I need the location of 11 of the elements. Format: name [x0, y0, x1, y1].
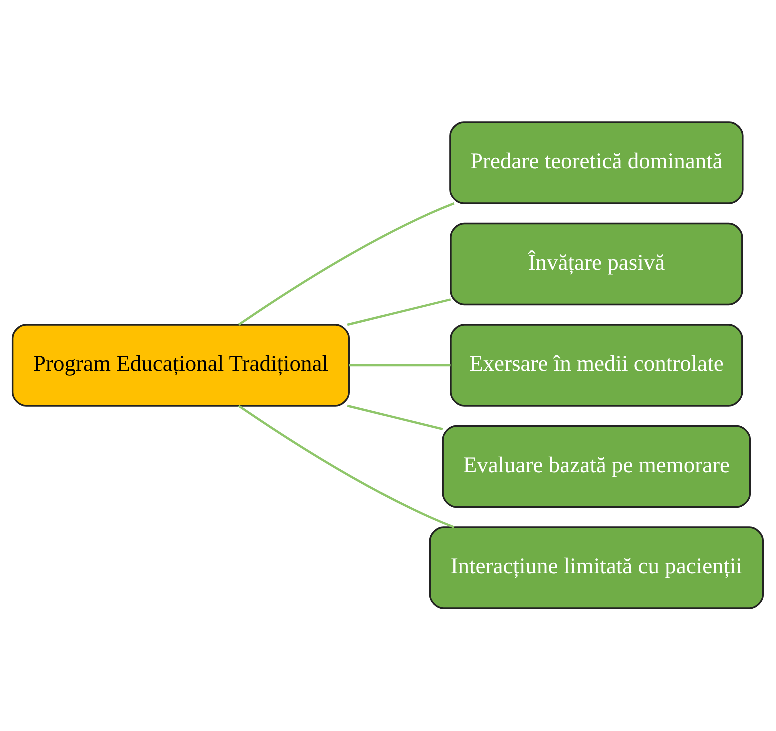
node-box: Evaluare bazată pe memorare	[442, 425, 752, 508]
connector	[347, 404, 444, 430]
node-box: Exersare în medii controlate	[450, 324, 744, 407]
connector	[238, 405, 455, 528]
connector	[347, 298, 452, 326]
node-box: Învățare pasivă	[450, 222, 744, 306]
node-box: Interacțiune limitată cu pacienții	[429, 526, 764, 610]
connector	[238, 202, 455, 326]
connector	[349, 364, 451, 367]
node-box: Program Educațional Tradițional	[12, 324, 350, 407]
node-box: Predare teoretică dominantă	[450, 122, 744, 204]
